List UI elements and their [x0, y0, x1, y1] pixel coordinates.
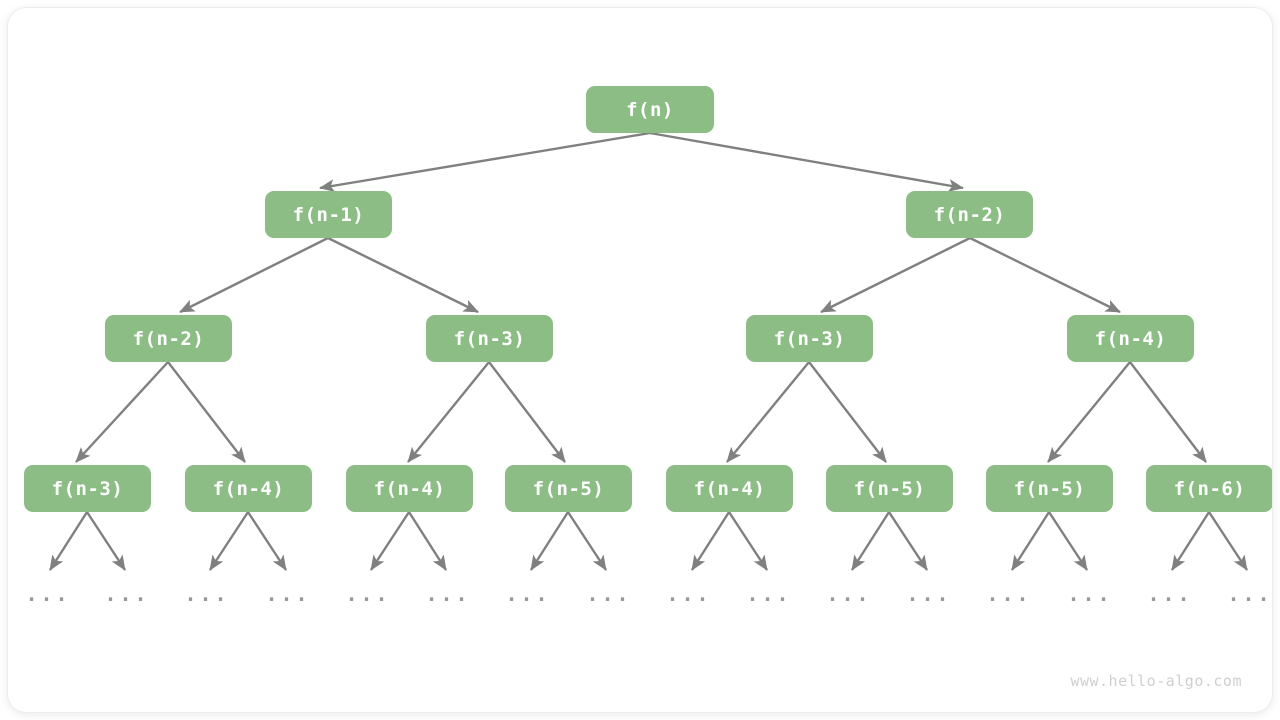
- tree-edge: [529, 511, 570, 571]
- tree-edge: [488, 361, 566, 463]
- ellipsis-marker: ...: [1147, 582, 1193, 606]
- tree-node[interactable]: f(n-5): [505, 465, 632, 512]
- tree-node[interactable]: f(n-3): [24, 465, 151, 512]
- tree-edge: [319, 131, 651, 193]
- ellipsis-marker: ...: [746, 582, 792, 606]
- ellipsis-marker: ...: [265, 582, 311, 606]
- tree-edge: [726, 361, 810, 463]
- tree-node[interactable]: f(n-5): [826, 465, 953, 512]
- tree-edge: [246, 511, 288, 571]
- tree-edge: [327, 236, 479, 314]
- tree-edge: [850, 511, 891, 571]
- ellipsis-marker: ...: [425, 582, 471, 606]
- tree-node[interactable]: f(n): [586, 86, 714, 133]
- tree-edge: [1207, 511, 1249, 571]
- ellipsis-marker: ...: [666, 582, 712, 606]
- tree-edge: [369, 511, 411, 571]
- watermark-label: www.hello-algo.com: [1070, 672, 1242, 690]
- tree-edge: [48, 511, 89, 571]
- ellipsis-marker: ...: [906, 582, 952, 606]
- tree-edge: [649, 131, 964, 192]
- ellipsis-marker: ...: [1227, 582, 1272, 606]
- tree-edge: [85, 511, 127, 571]
- tree-edge: [887, 511, 929, 571]
- ellipsis-marker: ...: [986, 582, 1032, 606]
- ellipsis-marker: ...: [345, 582, 391, 606]
- tree-edge: [969, 236, 1121, 314]
- tree-edge: [690, 511, 731, 571]
- ellipsis-marker: ...: [826, 582, 872, 606]
- tree-edge: [566, 511, 608, 571]
- ellipsis-marker: ...: [1067, 582, 1113, 606]
- ellipsis-marker: ...: [505, 582, 551, 606]
- tree-node[interactable]: f(n-6): [1146, 465, 1272, 512]
- tree-node[interactable]: f(n-3): [426, 315, 553, 362]
- ellipsis-marker: ...: [586, 582, 632, 606]
- ellipsis-marker: ...: [104, 582, 150, 606]
- tree-node[interactable]: f(n-4): [185, 465, 312, 512]
- tree-node[interactable]: f(n-4): [1067, 315, 1194, 362]
- tree-edge: [1170, 511, 1211, 571]
- tree-edge: [1010, 511, 1051, 571]
- tree-edge: [727, 511, 769, 571]
- tree-edge: [407, 511, 448, 571]
- ellipsis-marker: ...: [184, 582, 230, 606]
- tree-node[interactable]: f(n-2): [105, 315, 232, 362]
- tree-edge: [179, 236, 329, 314]
- ellipsis-marker: ...: [25, 582, 71, 606]
- tree-node[interactable]: f(n-1): [265, 191, 392, 238]
- tree-edge: [808, 361, 887, 463]
- tree-node[interactable]: f(n-5): [986, 465, 1113, 512]
- tree-edge: [1129, 361, 1207, 463]
- tree-node[interactable]: f(n-4): [346, 465, 473, 512]
- tree-edge: [1047, 511, 1089, 571]
- tree-node[interactable]: f(n-2): [906, 191, 1033, 238]
- tree-edge: [75, 361, 169, 463]
- tree-edge: [820, 236, 971, 314]
- tree-edge: [167, 361, 246, 463]
- tree-edge: [1047, 361, 1131, 463]
- tree-edge: [407, 361, 490, 463]
- diagram-card: f(n) f(n-1) f(n-2) f(n-2) f(n-3) f(n-3) f(n-4)…: [8, 8, 1272, 712]
- tree-edge: [208, 511, 250, 571]
- tree-node[interactable]: f(n-4): [666, 465, 793, 512]
- tree-node[interactable]: f(n-3): [746, 315, 873, 362]
